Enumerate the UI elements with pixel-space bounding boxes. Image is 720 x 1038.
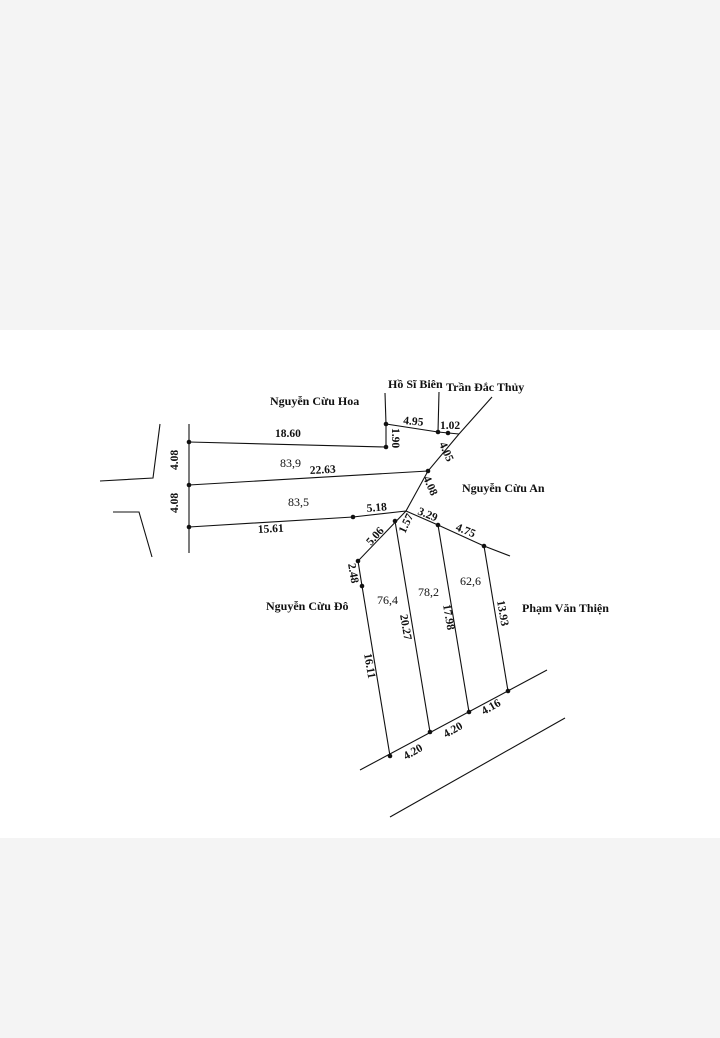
lot3-side [437,524,470,713]
dim-label: 4.20 [402,742,426,763]
dim-label: 4.95 [403,415,424,429]
dim-label: 4.16 [480,697,504,718]
bottom-road-line [359,669,548,771]
hsb-boundary-line [384,392,387,425]
far-road-line [389,717,566,818]
dim-label: 4.08 [420,474,439,497]
dim-label: 4.05 [436,440,455,463]
dim-label: 13.93 [494,599,510,627]
upper-lot-diagonal-boundary [405,433,460,512]
dim-label: 5.06 [364,525,387,548]
road-edge-lower-left [113,511,153,558]
dim-label: 18.60 [275,428,301,440]
area-label: 78,2 [418,585,439,599]
dim-label: 1.90 [389,428,401,448]
owner-pham-van-thien: Phạm Văn Thiện [522,601,609,615]
area-label: 83,5 [288,495,309,509]
area-label: 62,6 [460,574,481,588]
dim-label: 4.20 [442,720,466,741]
upper-lot-middle-boundary [188,470,429,486]
tdt-right-line [458,396,493,435]
dim-label: 17.98 [440,603,456,631]
dim-label: 2.48 [345,562,360,584]
dim-label: 20.27 [397,613,413,641]
dim-label: 3.29 [416,506,439,525]
dim-label: 22.63 [310,464,337,477]
lot2-side [394,520,431,733]
survey-points [186,421,511,759]
owner-nguyen-cuu-do: Nguyễn Cừu Đô [266,599,349,613]
area-label: 76,4 [377,593,398,607]
owner-tran-dac-thuy: Trần Đắc Thủy [446,380,524,394]
dim-label: 1.57 [397,512,416,536]
dim-label: 1.02 [440,420,460,432]
owner-nguyen-cuu-hoa: Nguyễn Cừu Hoa [270,394,359,408]
owner-ho-si-bien: Hồ Sĩ Biên [388,377,443,391]
owner-nguyen-cuu-an: Nguyễn Cừu An [462,481,545,495]
dim-label: 15.61 [258,523,285,536]
dim-label: 4.08 [169,493,181,513]
survey-sheet [0,330,720,838]
road-edge-upper-left [99,423,161,482]
dim-label: 4.08 [169,450,181,470]
lot4-side [483,545,509,692]
dim-label: 16.11 [361,652,377,679]
lower-top-boundary [405,510,511,557]
tdt-boundary-line [437,391,440,433]
area-label: 83,9 [280,456,301,470]
dim-label: 5.18 [366,501,387,515]
lot1-boundary [357,510,407,757]
